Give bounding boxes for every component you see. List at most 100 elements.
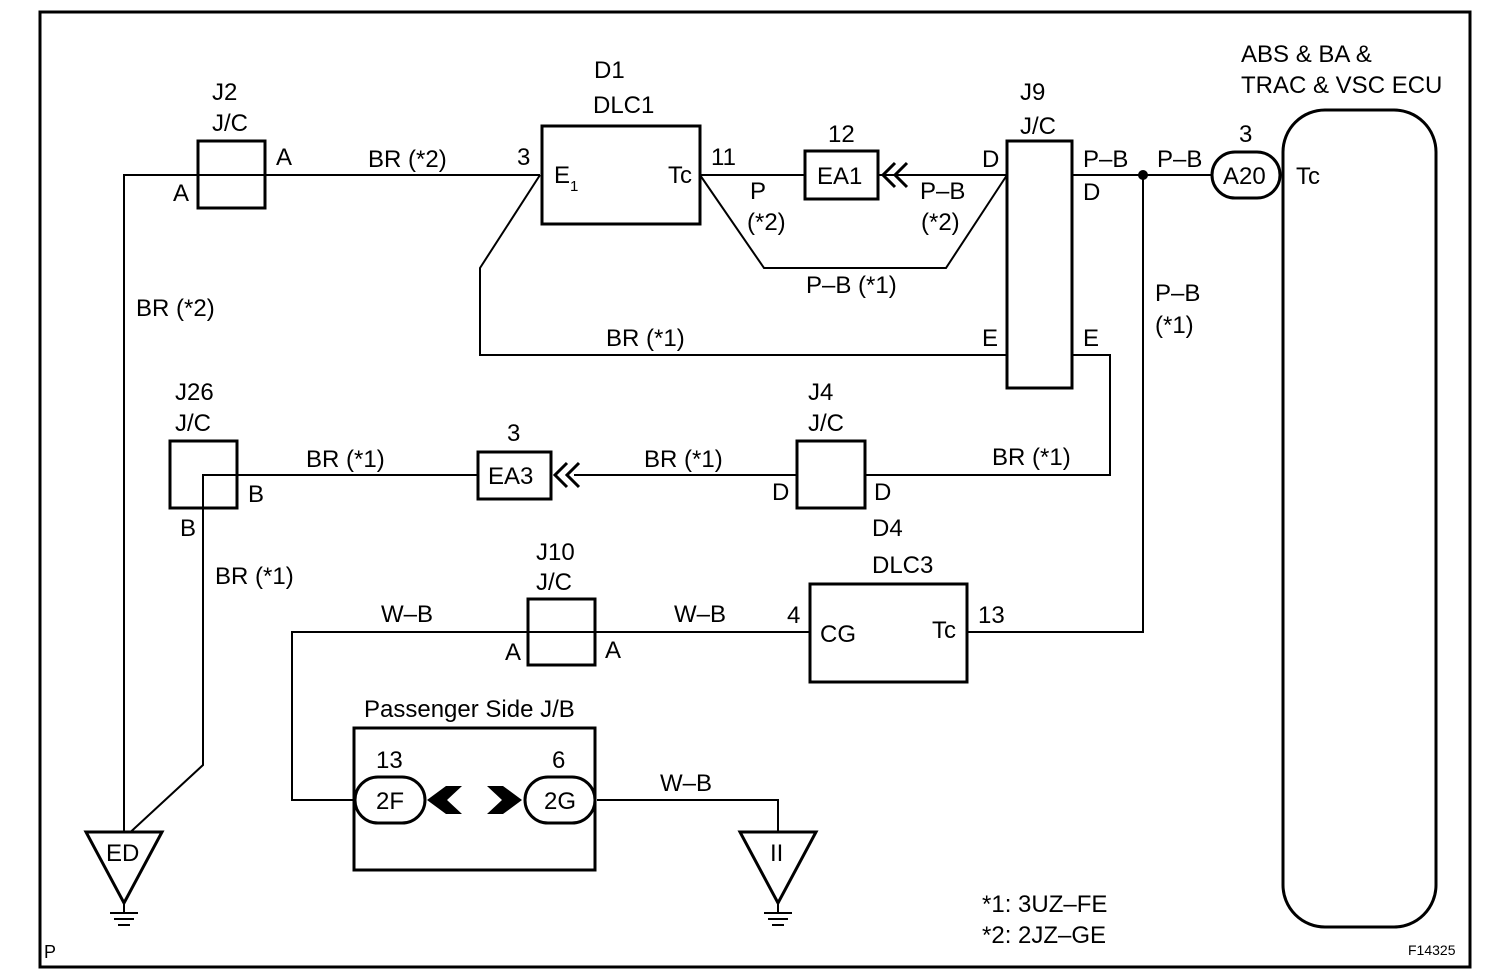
j4-id: J4 — [808, 379, 833, 406]
label-pb1-lower: P–B (*1) — [806, 272, 897, 299]
ecu-title-line1: ABS & BA & — [1241, 41, 1372, 68]
ea3-connector: EA3 3 — [476, 420, 581, 501]
wire-br1-vert — [123, 474, 237, 839]
ea3-pin: 3 — [507, 420, 520, 447]
label-wb-mid: W–B — [674, 601, 726, 628]
wires — [123, 170, 1212, 839]
label-br1-left: BR (*1) — [306, 446, 385, 473]
label-pb-ecu: P–B — [1157, 146, 1202, 173]
wire-wb-left — [291, 631, 810, 801]
jb-c2-pin: 6 — [552, 747, 565, 774]
dlc3-pin-tc: 13 — [978, 602, 1005, 629]
ea1-label: EA1 — [817, 163, 862, 190]
j9-pin-e-left: E — [982, 325, 998, 352]
j10-id: J10 — [536, 539, 575, 566]
wire-labels: BR (*2) BR (*2) P (*2) P–B (*2) P–B (*1)… — [136, 146, 1202, 797]
dlc1-id: D1 — [594, 57, 625, 84]
ea1-pin: 12 — [828, 121, 855, 148]
ecu-terminal: Tc — [1296, 163, 1320, 190]
j10-pin-left: A — [505, 639, 521, 666]
figure-id: F14325 — [1408, 942, 1456, 958]
j26-junction: J26 J/C B B — [168, 379, 264, 542]
j9-type: J/C — [1020, 113, 1056, 140]
label-br1-right: BR (*1) — [992, 444, 1071, 471]
jb-right-arrow-icon — [487, 786, 522, 814]
dlc3-name: DLC3 — [872, 552, 933, 579]
wire-br1-right — [865, 354, 1111, 476]
ea3-label: EA3 — [488, 463, 533, 490]
j26-pin-bottom: B — [180, 515, 196, 542]
label-br1-mid: BR (*1) — [644, 446, 723, 473]
j4-pin-left: D — [772, 479, 789, 506]
ecu-title-line2: TRAC & VSC ECU — [1241, 72, 1442, 99]
corner-label: P — [44, 942, 56, 962]
j4-type: J/C — [808, 410, 844, 437]
jb-connector-2f — [353, 775, 427, 825]
j9-id: J9 — [1020, 79, 1045, 106]
passenger-side-jb: Passenger Side J/B 2F 13 2G 6 — [352, 696, 597, 872]
junction-dot — [1138, 170, 1148, 180]
jb-c1-label: 2F — [376, 788, 404, 815]
wire-pb1-lower — [699, 174, 1008, 269]
dlc1-pin-e1: 3 — [517, 144, 530, 171]
jb-left-arrow-icon — [427, 786, 462, 814]
label-pb-ea1-2: (*2) — [921, 209, 960, 236]
j10-junction: J10 J/C A A — [505, 539, 621, 667]
j9-junction: J9 J/C D D E E — [982, 79, 1100, 390]
j4-junction: J4 J/C D D — [772, 379, 891, 510]
ea1-chevron-icon — [880, 161, 897, 189]
label-p: P — [750, 178, 766, 205]
label-br1-vert: BR (*1) — [215, 563, 294, 590]
diagram-frame — [38, 10, 1472, 969]
dlc1-connector: D1 DLC1 E1 Tc 3 11 — [517, 57, 736, 226]
j9-pin-e-right: E — [1083, 325, 1099, 352]
j26-type: J/C — [175, 410, 211, 437]
label-br2-top: BR (*2) — [368, 146, 447, 173]
label-pb1-vert-2: (*1) — [1155, 312, 1194, 339]
ea1-chevron2-icon — [892, 161, 909, 189]
dlc3-id: D4 — [872, 515, 903, 542]
label-br2-left: BR (*2) — [136, 295, 215, 322]
j10-type: J/C — [536, 569, 572, 596]
label-pb-j9: P–B — [1083, 146, 1128, 173]
dlc1-e1: E1 — [554, 162, 578, 195]
ground-ii: II — [737, 830, 819, 926]
label-p-sub: (*2) — [747, 209, 786, 236]
j2-pin-right: A — [276, 144, 292, 171]
wire-pb1-vert — [967, 175, 1144, 633]
label-wb-left: W–B — [381, 601, 433, 628]
j2-pin-left: A — [173, 180, 189, 207]
wire-br2 — [123, 174, 540, 838]
ground-ed: ED — [83, 830, 165, 926]
dlc1-pin-tc: 11 — [711, 144, 736, 171]
abs-ecu: ABS & BA & TRAC & VSC ECU A20 3 Tc — [1210, 41, 1442, 929]
dlc3-pin-cg: 4 — [787, 602, 800, 629]
ground-ii-label: II — [770, 840, 783, 867]
ea1-connector: EA1 12 — [803, 121, 909, 201]
j10-pin-right: A — [605, 637, 621, 664]
dlc1-name: DLC1 — [593, 92, 654, 119]
j2-junction: J2 J/C A A — [173, 79, 292, 210]
dlc3-tc: Tc — [932, 617, 956, 644]
j4-pin-right: D — [874, 479, 891, 506]
ea3-chevron2-icon — [564, 461, 581, 489]
wire-br1-e — [479, 174, 1007, 356]
dlc1-tc: Tc — [668, 162, 692, 189]
label-pb-ea1-1: P–B — [920, 178, 965, 205]
ecu-connector-label: A20 — [1223, 163, 1266, 190]
ea3-chevron-icon — [552, 461, 569, 489]
j2-type: J/C — [212, 110, 248, 137]
jb-connector-2g — [523, 775, 597, 825]
jb-title: Passenger Side J/B — [364, 696, 575, 723]
ecu-connector-a20 — [1210, 150, 1282, 200]
j9-pin-d-right: D — [1083, 179, 1100, 206]
note-2: *2: 2JZ–GE — [982, 922, 1106, 949]
label-pb1-vert-1: P–B — [1155, 280, 1200, 307]
dlc3-connector: D4 DLC3 CG Tc 4 13 — [787, 515, 1005, 684]
jb-c2-label: 2G — [544, 788, 576, 815]
j9-pin-d-left: D — [982, 146, 999, 173]
j26-pin-right: B — [248, 481, 264, 508]
wire-wb-ground — [597, 799, 779, 838]
dlc3-cg: CG — [820, 621, 856, 648]
ecu-pin: 3 — [1239, 121, 1252, 148]
